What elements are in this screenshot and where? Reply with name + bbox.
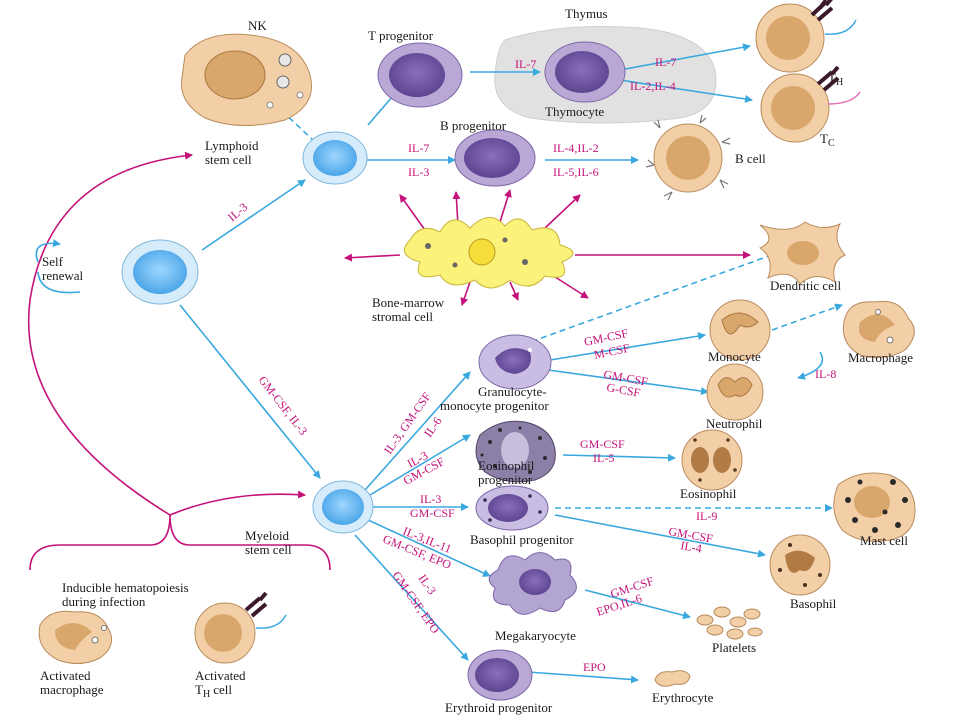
lymphoid-stem-cell: [302, 131, 368, 185]
hematopoietic-stem-cell: [121, 239, 199, 305]
svg-text:EPO: EPO: [583, 660, 606, 674]
svg-text:IL-9: IL-9: [696, 509, 717, 523]
dendritic-label: Dendritic cell: [770, 278, 841, 293]
svg-text:GM-CSF, IL-3: GM-CSF, IL-3: [256, 373, 311, 438]
svg-text:GM-CSF: GM-CSF: [410, 506, 455, 520]
svg-text:IL-5,IL-6: IL-5,IL-6: [553, 165, 599, 179]
svg-text:IL-4: IL-4: [679, 538, 702, 555]
t-progenitor-cell: [377, 42, 463, 108]
lymphoid-label-2: stem cell: [205, 152, 252, 167]
basophil-cell: [769, 534, 831, 596]
activated-macrophage-cell: [38, 610, 113, 664]
svg-text:IL-3: IL-3: [420, 492, 441, 506]
svg-text:IL-6: IL-6: [421, 414, 445, 440]
eosinophil-progenitor-cell: [475, 420, 556, 483]
eosinophil-progenitor-label-1: Eosinophil: [478, 458, 535, 473]
dendritic-cell: [758, 221, 846, 285]
basophil-progenitor-cell: [475, 485, 549, 531]
lymphoid-label-1: Lymphoid: [205, 138, 259, 153]
erythrocyte-label: Erythrocyte: [652, 690, 714, 705]
inducible-label-2: during infection: [62, 594, 146, 609]
myeloid-label-2: stem cell: [245, 542, 292, 557]
mast-cell: [833, 472, 916, 542]
activated-macrophage-label-1: Activated: [40, 668, 91, 683]
nk-label: NK: [248, 18, 267, 33]
svg-text:IL-5: IL-5: [593, 451, 614, 465]
stromal-label-2: stromal cell: [372, 309, 433, 324]
gm-progenitor-label-2: monocyte progenitor: [440, 398, 549, 413]
tc-cell: [760, 65, 861, 143]
inducible-label-1: Inducible hematopoiesis: [62, 580, 189, 595]
eosinophil-label: Eosinophil: [680, 486, 737, 501]
neutrophil-label: Neutrophil: [706, 416, 763, 431]
activated-macrophage-label-2: macrophage: [40, 682, 104, 697]
svg-text:G-CSF: G-CSF: [605, 380, 641, 400]
lineage-arrows: [179, 43, 843, 684]
regulatory-arrows: [28, 151, 751, 571]
monocyte-label: Monocyte: [708, 349, 761, 364]
activated-th-cell: [194, 591, 287, 664]
svg-text:IL-7: IL-7: [515, 57, 536, 71]
b-cell: [645, 114, 731, 201]
monocyte-cell: [709, 299, 771, 361]
stromal-label-1: Bone-marrow: [372, 295, 445, 310]
thymus-label: Thymus: [565, 6, 608, 21]
svg-text:IL-7: IL-7: [408, 141, 429, 155]
activated-th-label-1: Activated: [195, 668, 246, 683]
b-progenitor-label: B progenitor: [440, 118, 507, 133]
eosinophil-progenitor-label-2: progenitor: [478, 472, 533, 487]
bone-marrow-stromal-cell: [403, 217, 574, 289]
platelets-label: Platelets: [712, 640, 756, 655]
gm-progenitor-label-1: Granulocyte-: [478, 384, 547, 399]
svg-text:IL-4,IL-2: IL-4,IL-2: [553, 141, 599, 155]
macrophage-cell: [842, 300, 915, 359]
b-cell-label: B cell: [735, 151, 766, 166]
th-cell: [755, 0, 857, 73]
erythrocyte-cell: [654, 670, 691, 687]
macrophage-label: Macrophage: [848, 350, 913, 365]
erythroid-label: Erythroid progenitor: [445, 700, 553, 715]
self-renewal-label-2: renewal: [42, 268, 84, 283]
thymocyte-label: Thymocyte: [545, 104, 604, 119]
t-progenitor-label: T progenitor: [368, 28, 434, 43]
svg-text:GM-CSF: GM-CSF: [580, 437, 625, 451]
erythroid-progenitor-cell: [467, 649, 533, 701]
mast-cell-label: Mast cell: [860, 533, 908, 548]
granulocyte-monocyte-progenitor-cell: [478, 334, 552, 390]
megakaryocyte-cell: [488, 552, 577, 615]
eosinophil-cell: [681, 429, 743, 491]
th-label: TH: [828, 70, 843, 88]
platelets: [696, 606, 763, 640]
myeloid-label-1: Myeloid: [245, 528, 290, 543]
svg-text:IL-7: IL-7: [655, 55, 676, 69]
megakaryocyte-label: Megakaryocyte: [495, 628, 576, 643]
basophil-progenitor-label: Basophil progenitor: [470, 532, 574, 547]
b-progenitor-cell: [454, 129, 536, 187]
nk-cell: [180, 33, 312, 126]
thymocyte-cell: [544, 41, 626, 103]
svg-text:IL-3: IL-3: [408, 165, 429, 179]
basophil-label: Basophil: [790, 596, 837, 611]
tc-label: TC: [820, 131, 835, 149]
svg-text:IL-2,IL-4: IL-2,IL-4: [630, 79, 676, 93]
neutrophil-cell: [706, 363, 764, 421]
svg-text:IL-8: IL-8: [815, 367, 836, 381]
myeloid-stem-cell: [312, 480, 374, 534]
self-renewal-label-1: Self: [42, 254, 64, 269]
